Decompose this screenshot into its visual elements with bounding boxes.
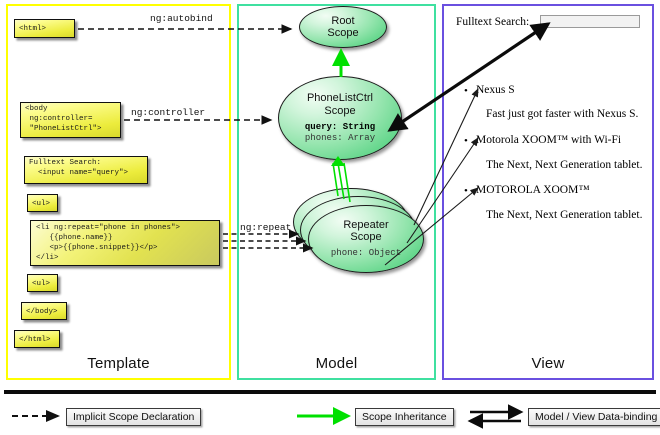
prop-phones: phones: Array [304,132,376,143]
item-0-name: Nexus S [476,84,515,96]
code-box-fulltext-search: Fulltext Search: <input name="query"> [24,156,148,184]
code-box-li-repeat: <li ng:repeat="phone in phones"> {{phone… [30,220,220,266]
code-box-ul-open: <ul> [27,194,58,212]
item-2-name: MOTOROLA XOOM™ [476,184,590,196]
item-1-snippet: The Next, Next Generation tablet. [486,159,643,171]
edge-label-controller: ng:controller [131,107,206,118]
panel-label-view: View [531,355,565,372]
scope-phonelistctrl: PhoneListCtrl Scope query: String phones… [278,76,402,160]
code-box-ul-close: <ul> [27,274,58,292]
scope-phonelistctrl-props: query: String phones: Array [305,122,375,144]
edge-label-autobind: ng:autobind [150,13,213,24]
prop-query: query: String [304,122,376,133]
legend-item-inheritance: Scope Inheritance [355,408,454,426]
legend-item-databinding: Model / View Data-binding [528,408,660,426]
item-0-snippet: Fast just got faster with Nexus S. [486,108,639,120]
scope-phonelistctrl-line2: Scope [324,104,356,117]
phone-list-item-name: • MOTOROLA XOOM™ [464,184,590,197]
panel-label-model: Model [315,355,358,372]
panel-template: Template [6,4,231,380]
bullet-icon: • [464,85,468,97]
bullet-icon: • [464,135,468,147]
prop-phone: phone: Object [330,248,402,259]
scope-repeater-props: phone: Object [331,248,401,259]
edge-label-repeat: ng:repeat [240,222,292,233]
fulltext-search-input[interactable] [540,15,640,28]
phone-list-item-name: • Nexus S [464,84,515,97]
scope-root: Root Scope [299,6,387,48]
scope-repeater-line1: Repeater [343,218,389,231]
legend-divider [4,390,656,394]
code-box-html-close: </html> [14,330,60,348]
scope-root-line1: Root [331,14,355,27]
view-content: Fulltext Search: • Nexus S Fast just got… [442,4,654,380]
panel-label-template: Template [87,355,150,372]
scope-repeater: Repeater Scope phone: Object [308,205,424,273]
scope-phonelistctrl-line1: PhoneListCtrl [306,92,374,105]
code-box-body-close: </body> [21,302,67,320]
phone-list-item-name: • Motorola XOOM™ with Wi-Fi [464,134,622,147]
item-1-name: Motorola XOOM™ with Wi-Fi [476,134,622,146]
view-search-label: Fulltext Search: [456,16,530,28]
code-box-body-open: <body ng:controller= "PhoneListCtrl"> [20,102,121,138]
legend-item-implicit: Implicit Scope Declaration [66,408,202,426]
scope-root-line2: Scope [327,27,359,39]
code-box-html-open: <html> [14,19,75,38]
bullet-icon: • [464,185,468,197]
scope-repeater-line2: Scope [350,231,382,244]
item-2-snippet: The Next, Next Generation tablet. [486,209,643,221]
